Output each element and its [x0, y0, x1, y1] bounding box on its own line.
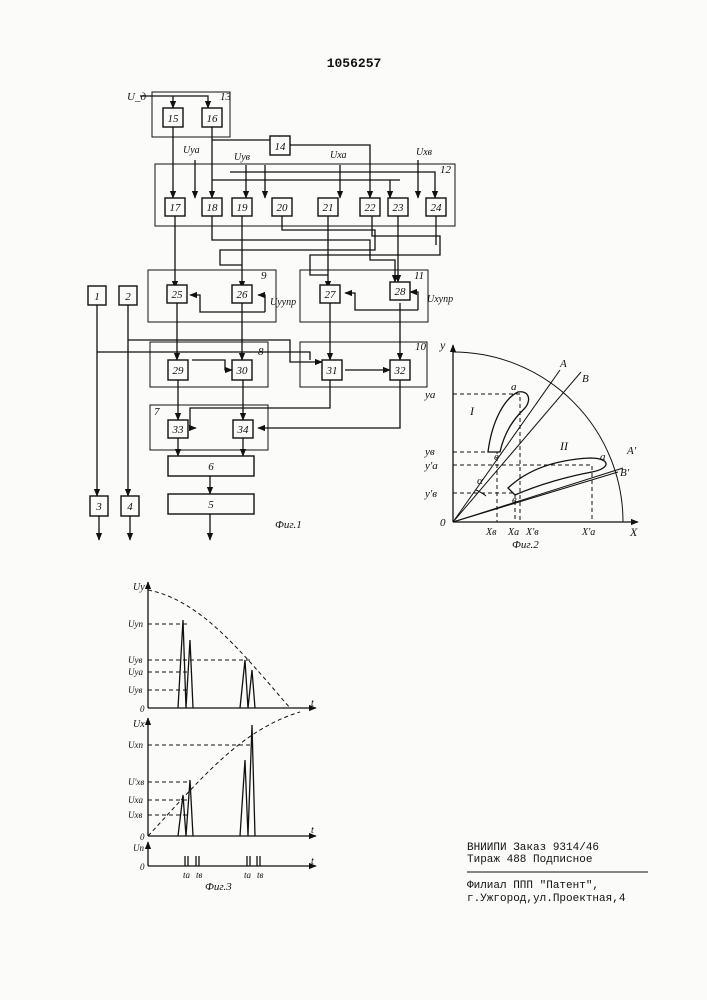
- block-5-label: 5: [208, 499, 214, 511]
- block-33-label: 33: [172, 424, 185, 436]
- fig3-mid-zero: 0: [140, 832, 145, 842]
- block-2-label: 2: [125, 291, 131, 303]
- fig2-vector-diagram: y X 0 A B A' B' a в a в I II α yа yв y'а…: [424, 338, 638, 551]
- curve-label-I: I: [469, 404, 475, 418]
- group-label-13: 13: [220, 91, 232, 103]
- group-label-10: 10: [415, 341, 427, 353]
- label-ya: yа: [424, 389, 436, 401]
- label-u-yupr: Uуупр: [270, 297, 296, 308]
- block-22-label: 22: [365, 202, 377, 214]
- fig2-axis-x: X: [629, 525, 638, 539]
- block-6-label: 6: [208, 461, 214, 473]
- block-20-label: 20: [277, 202, 289, 214]
- block-25-label: 25: [172, 289, 184, 301]
- fig3-mid-t: t: [311, 825, 314, 836]
- point-a1: a: [511, 381, 517, 393]
- label-u-d: U_д: [127, 91, 146, 103]
- fig3-caption: Фиг.3: [205, 881, 232, 893]
- block-17-label: 17: [170, 202, 182, 214]
- fig3-top-level-1: Uyn: [128, 619, 143, 629]
- group-label-7: 7: [154, 406, 160, 418]
- block-27-label: 27: [325, 289, 337, 301]
- patent-number: 1056257: [327, 56, 382, 71]
- fig3-mid-level-3: Uxa: [128, 795, 143, 805]
- block-14-label: 14: [275, 141, 287, 153]
- block-30-label: 30: [236, 365, 249, 377]
- block-16-label: 16: [207, 113, 219, 125]
- fig3-top-axis: Uy: [133, 582, 145, 593]
- point-A: A: [559, 358, 567, 370]
- fig3-top-level-2: Uyв: [128, 655, 142, 665]
- point-A1: A': [626, 445, 637, 457]
- block-3-label: 3: [95, 501, 102, 513]
- label-u-ya: Uуа: [183, 145, 200, 156]
- fig3-t-a2: tа: [244, 870, 252, 880]
- label-u-xa: Uха: [330, 150, 347, 161]
- label-xv2: X'в: [525, 527, 539, 538]
- fig3-mid-level-4: Uxв: [128, 810, 142, 820]
- fig2-origin: 0: [440, 517, 446, 529]
- block-28-label: 28: [395, 286, 407, 298]
- fig3-top-zero: 0: [140, 704, 145, 714]
- fig3-mid-level-2: U'xв: [128, 777, 144, 787]
- block-23-label: 23: [393, 202, 405, 214]
- group-label-11: 11: [414, 270, 424, 282]
- block-34-label: 34: [237, 424, 250, 436]
- fig3-top-level-4: Uyв: [128, 685, 142, 695]
- group-frame-12: [155, 164, 455, 226]
- fig3-timing-diagram: Uy Uyn Uyв Uyа Uyв 0 t Ux Uxn U'xв Uxa U…: [128, 582, 316, 893]
- fig3-top-t: t: [311, 698, 314, 709]
- imprint-line-1: ВНИИПИ Заказ 9314/46: [467, 842, 599, 854]
- label-u-yv: Uув: [234, 152, 251, 163]
- fig3-t-b2: tв: [257, 870, 264, 880]
- label-ya2: y'а: [424, 460, 438, 472]
- imprint-line-4: г.Ужгород,ул.Проектная,4: [467, 893, 626, 905]
- fig3-t-a1: tа: [183, 870, 191, 880]
- imprint: ВНИИПИ Заказ 9314/46 Тираж 488 Подписное…: [467, 842, 648, 905]
- label-xv: Xв: [485, 527, 497, 538]
- fig2-axis-y: y: [439, 338, 446, 352]
- fig3-mid-axis: Ux: [133, 719, 145, 730]
- block-32-label: 32: [394, 365, 407, 377]
- angle-alpha: α: [477, 475, 483, 487]
- fig3-mid-level-1: Uxn: [128, 740, 143, 750]
- block-29-label: 29: [173, 365, 185, 377]
- label-xa2: X'а: [581, 527, 595, 538]
- fig1-caption: Фиг.1: [275, 519, 302, 531]
- fig3-bot-axis: Uп: [133, 843, 144, 853]
- block-18-label: 18: [207, 202, 219, 214]
- label-xa: Xа: [507, 527, 519, 538]
- group-label-12: 12: [440, 164, 452, 176]
- fig1-block-diagram: 13 12 9 11 8 10 7 U_д Uуа Uув Uха Uхв Uу…: [88, 91, 455, 540]
- block-1-label: 1: [94, 291, 100, 303]
- label-yv: yв: [424, 446, 435, 458]
- block-15-label: 15: [168, 113, 180, 125]
- point-b2: в: [512, 494, 517, 506]
- imprint-line-3: Филиал ППП "Патент",: [467, 880, 599, 892]
- point-B: B: [582, 373, 589, 385]
- block-19-label: 19: [237, 202, 249, 214]
- block-4-label: 4: [127, 501, 133, 513]
- block-26-label: 26: [237, 289, 249, 301]
- label-yv2: y'в: [424, 488, 437, 500]
- fig3-top-level-3: Uyа: [128, 667, 143, 677]
- fig2-caption: Фиг.2: [512, 539, 539, 551]
- label-u-xv: Uхв: [416, 147, 433, 158]
- fig3-t-b1: tв: [196, 870, 203, 880]
- group-label-9: 9: [261, 270, 267, 282]
- point-B1: B': [620, 467, 630, 479]
- block-24-label: 24: [431, 202, 443, 214]
- fig3-bot-zero: 0: [140, 862, 145, 872]
- label-u-xupr: Uхупр: [427, 294, 453, 305]
- point-b1: в: [494, 451, 499, 463]
- curve-label-II: II: [559, 439, 569, 453]
- imprint-line-2: Тираж 488 Подписное: [467, 854, 592, 866]
- block-21-label: 21: [323, 202, 334, 214]
- fig3-bot-t: t: [311, 856, 314, 867]
- point-a2: a: [600, 451, 606, 463]
- block-31-label: 31: [326, 365, 338, 377]
